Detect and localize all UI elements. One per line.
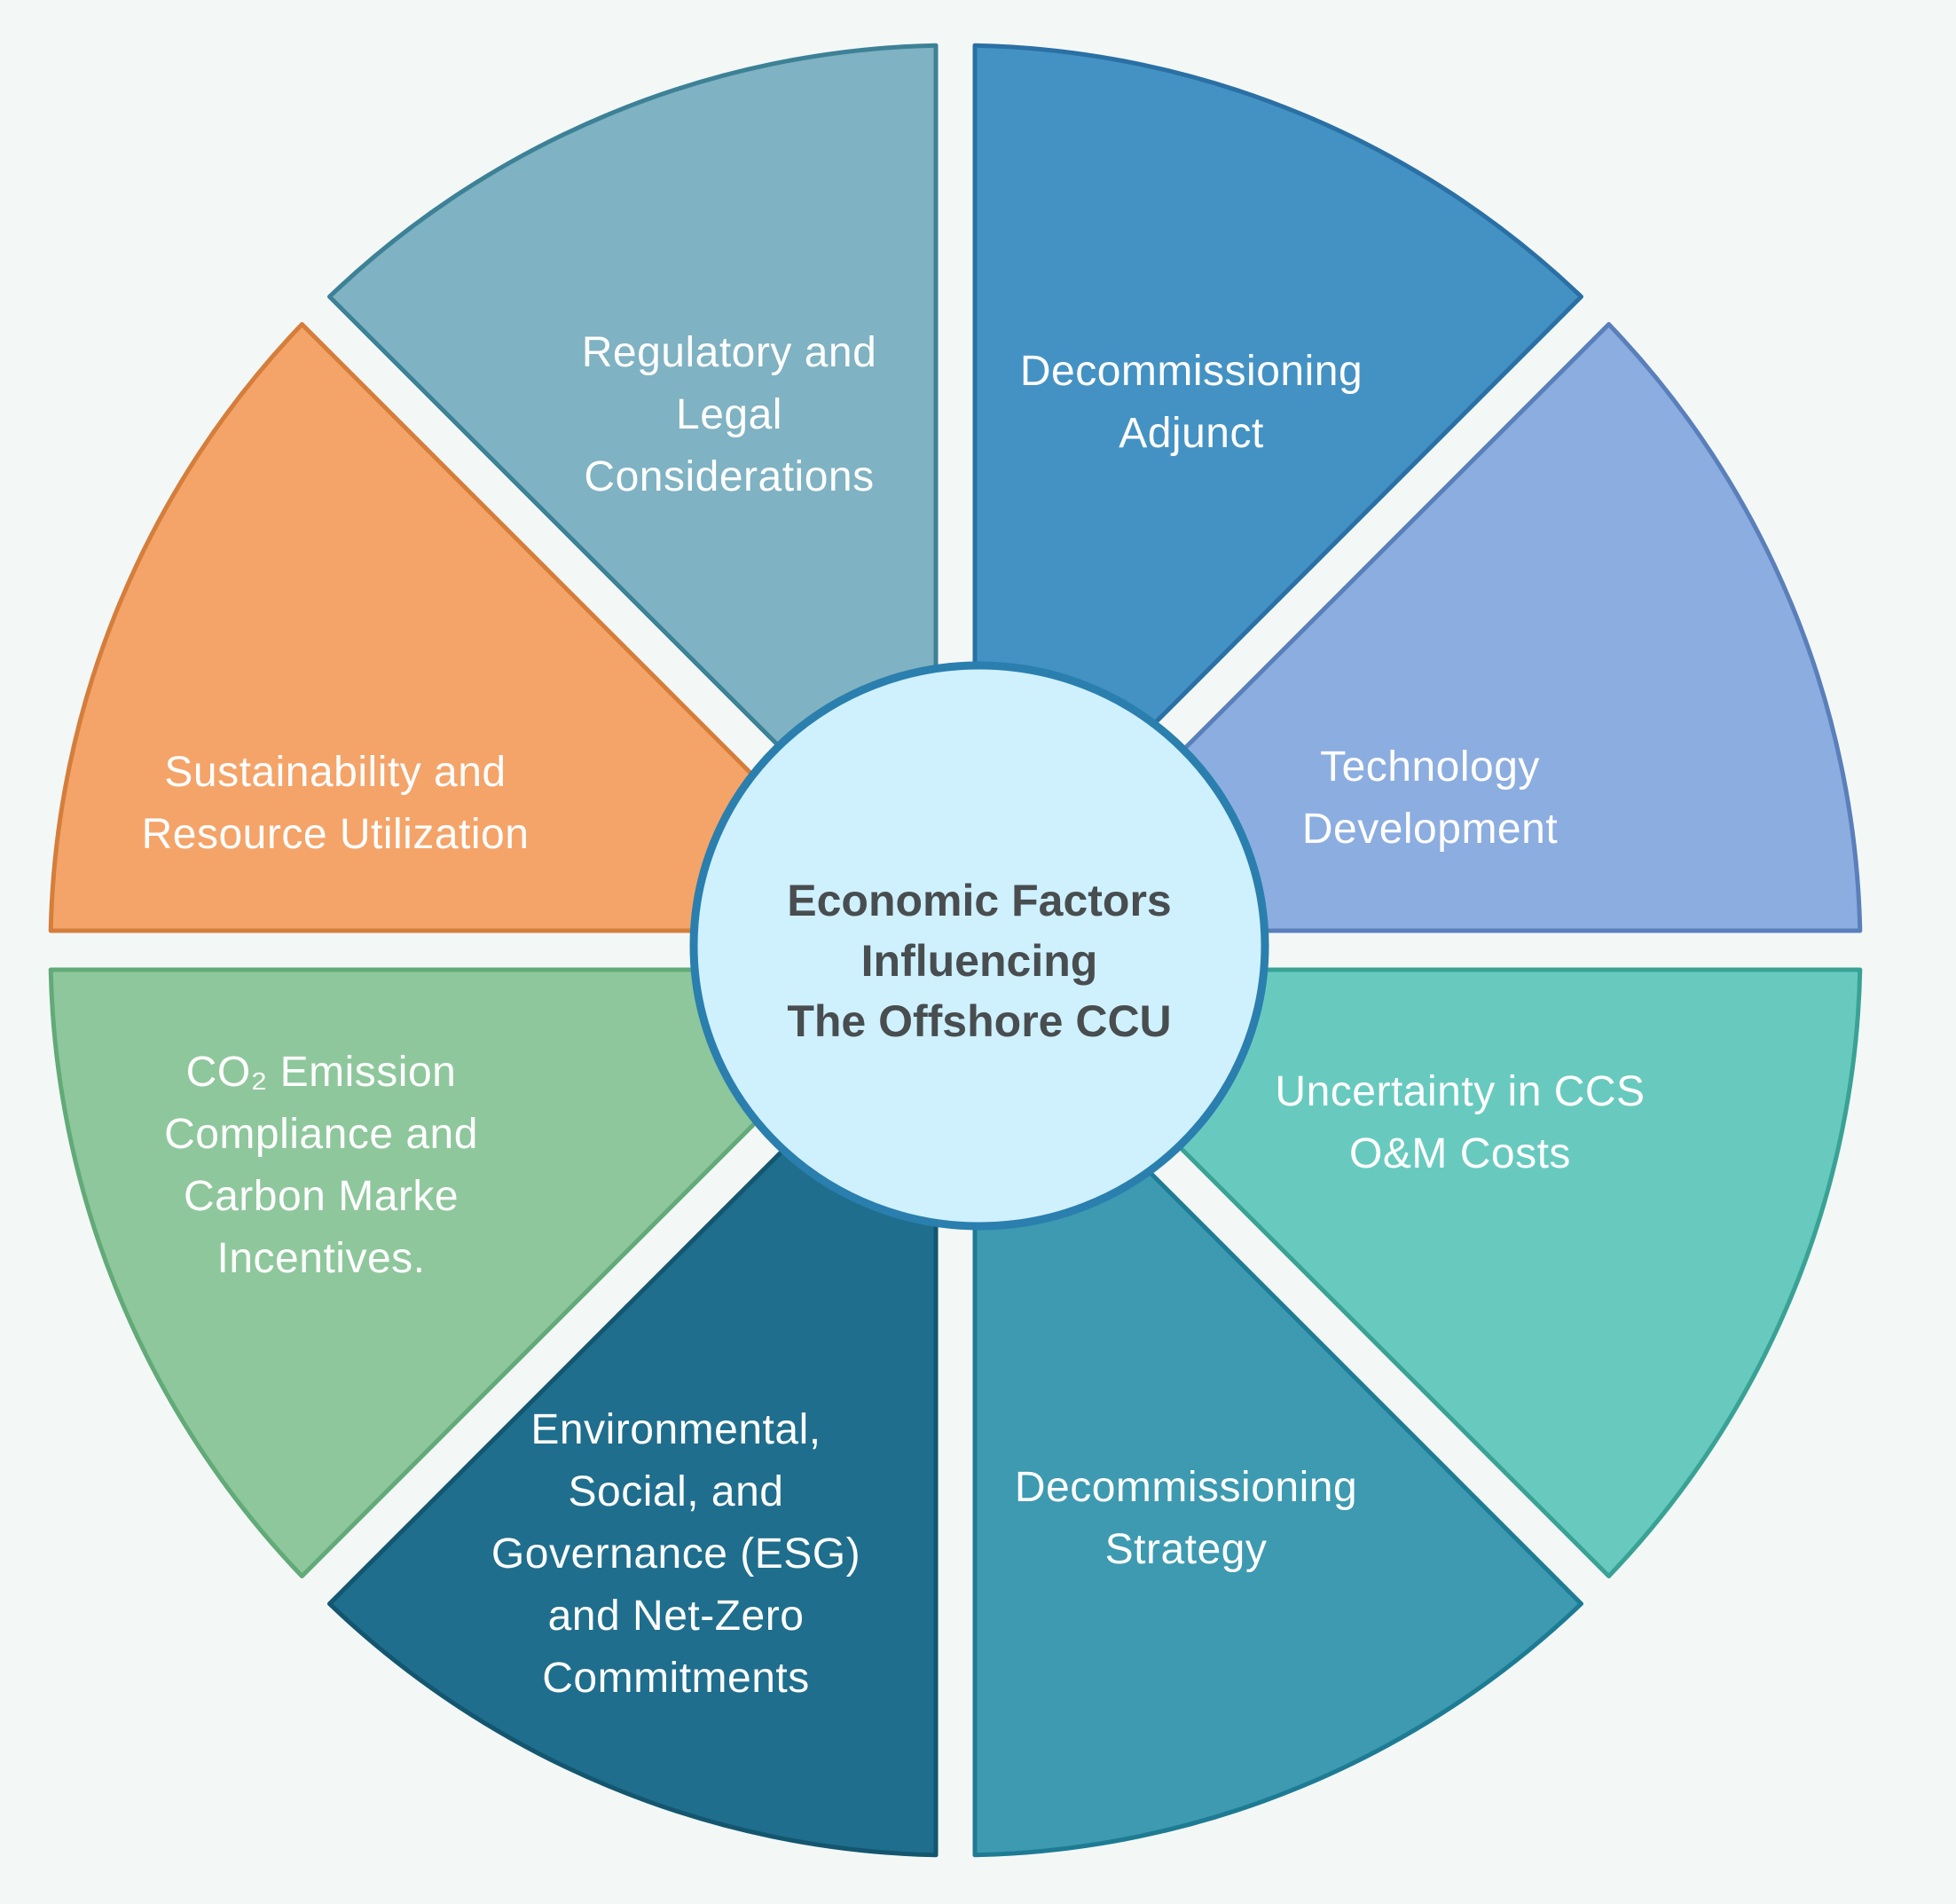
segment-wedge-uncertainty-ccs-om-costs [1000,967,1863,1578]
segment-label-uncertainty-ccs-om-costs: Uncertainty in CCS O&M Costs [1275,1068,1646,1177]
segment-wedge-co2-emission-compliance [48,967,911,1578]
segment-wedge-esg-net-zero-commitments [327,995,939,1858]
segment-label-technology-development: Technology Development [1301,744,1559,853]
segment-wedge-technology-development [1000,322,1863,933]
segment-wedge-sustainability-resource [48,322,911,933]
segment-wedge-regulatory-legal [327,43,939,906]
segment-label-decommissioning-strategy: Decommissioning Strategy [1014,1464,1358,1573]
segment-label-decommissioning-adjunct: Decommissioning Adjunct [1019,348,1363,457]
segment-wedge-decommissioning-strategy [972,995,1583,1858]
segment-wedge-decommissioning-adjunct [972,43,1583,906]
segment-label-esg-net-zero-commitments: Environmental, Social, and Governance (E… [491,1406,861,1702]
center-circle [689,661,1269,1231]
center-title: Economic Factors Influencing The Offshor… [787,876,1172,1046]
segment-label-regulatory-legal: Regulatory and Legal Considerations [581,329,877,500]
segment-label-sustainability-resource: Sustainability and Resource Utilization [141,749,530,858]
segment-label-co2-emission-compliance: CO₂ Emission Compliance and Carbon Marke… [164,1049,478,1282]
